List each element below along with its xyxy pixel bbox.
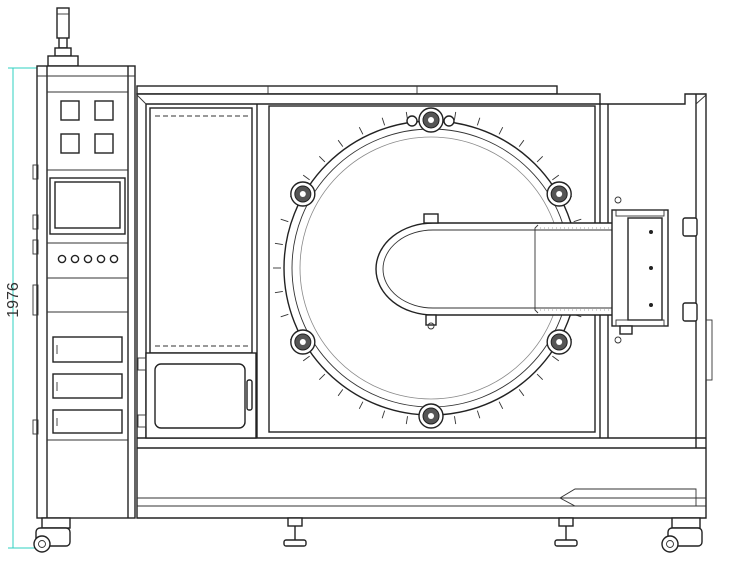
ring-tick bbox=[405, 416, 408, 425]
ring-tick bbox=[274, 291, 283, 294]
push-button[interactable] bbox=[96, 254, 106, 264]
ring-tick bbox=[536, 155, 544, 163]
clamp-bolt bbox=[418, 403, 444, 429]
lower-access-door[interactable] bbox=[137, 352, 257, 439]
ring-tick bbox=[280, 218, 289, 223]
ring-tick bbox=[318, 155, 326, 163]
hmi-touch-screen[interactable] bbox=[49, 177, 126, 235]
caster-wheel bbox=[33, 517, 71, 553]
height-dimension: 1976 bbox=[5, 67, 40, 549]
loading-port bbox=[611, 196, 713, 381]
clamp-bolt bbox=[418, 107, 444, 133]
ring-tick bbox=[302, 355, 310, 362]
ring-tick bbox=[381, 117, 386, 126]
ring-tick bbox=[302, 174, 310, 181]
leveling-foot bbox=[283, 517, 307, 547]
push-button-row bbox=[47, 242, 128, 264]
clamp-bolt bbox=[546, 181, 572, 207]
signal-tower-lamp bbox=[47, 7, 79, 67]
ring-tick bbox=[454, 416, 457, 425]
indicator-square bbox=[94, 133, 114, 154]
push-button[interactable] bbox=[83, 254, 93, 264]
push-button[interactable] bbox=[70, 254, 80, 264]
cabinet-vent-panels bbox=[52, 336, 123, 434]
clamp-bolt bbox=[290, 181, 316, 207]
ring-tick bbox=[337, 139, 344, 147]
door-handle[interactable] bbox=[246, 379, 253, 411]
ring-tick bbox=[280, 313, 289, 318]
ring-tick bbox=[552, 355, 560, 362]
ring-tick bbox=[498, 127, 504, 135]
ring-tick bbox=[358, 401, 364, 409]
indicator-square bbox=[60, 133, 80, 154]
height-dimension-label: 1976 bbox=[5, 282, 22, 318]
leveling-foot bbox=[554, 517, 578, 547]
ring-tick bbox=[536, 373, 544, 381]
ring-tick bbox=[454, 111, 457, 120]
ring-tick bbox=[518, 139, 525, 147]
ring-tick bbox=[476, 117, 481, 126]
ring-tick bbox=[318, 373, 326, 381]
push-button[interactable] bbox=[109, 254, 119, 264]
indicator-panel bbox=[60, 100, 114, 154]
indicator-square bbox=[94, 100, 114, 121]
ring-tick bbox=[358, 127, 364, 135]
ring-tick bbox=[518, 389, 525, 397]
ring-tick bbox=[381, 410, 386, 419]
push-button[interactable] bbox=[57, 254, 67, 264]
ring-tick bbox=[552, 174, 560, 181]
indicator-square bbox=[60, 100, 80, 121]
ring-tick bbox=[274, 242, 283, 245]
ring-tick bbox=[337, 389, 344, 397]
left-inner-panel bbox=[149, 104, 258, 438]
loading-arm bbox=[375, 213, 629, 330]
base-skirt bbox=[559, 488, 706, 507]
clamp-bolt bbox=[546, 329, 572, 355]
clamp-bolt bbox=[290, 329, 316, 355]
ring-tick bbox=[573, 218, 582, 223]
control-cabinet bbox=[32, 65, 136, 519]
ring-tick bbox=[476, 410, 481, 419]
caster-wheel bbox=[661, 517, 703, 553]
ring-tick bbox=[498, 401, 504, 409]
